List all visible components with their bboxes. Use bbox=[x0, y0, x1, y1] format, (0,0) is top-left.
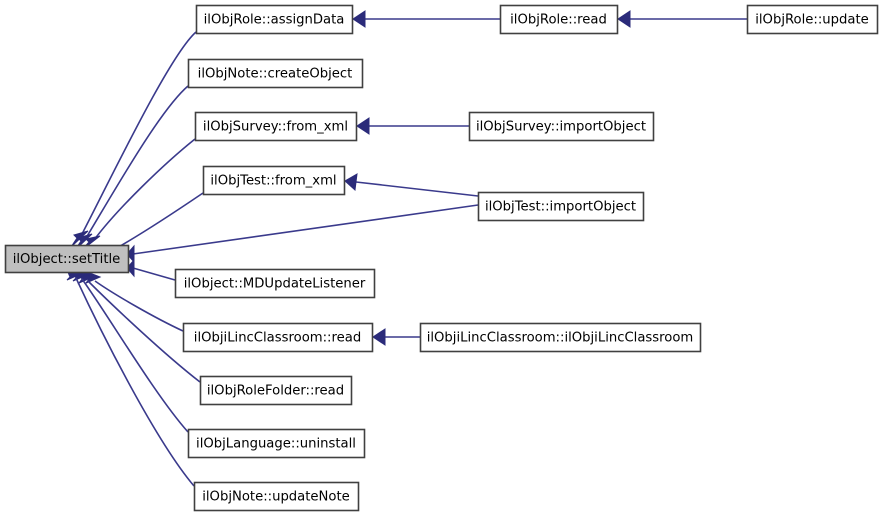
arrowhead-icon bbox=[352, 10, 366, 28]
call-edge-roleRead-to-assignData bbox=[352, 10, 500, 28]
edge-layer bbox=[63, 10, 747, 487]
arrowhead-icon bbox=[356, 117, 370, 135]
graph-node-languageUninstall[interactable]: ilObjLanguage::uninstall bbox=[187, 428, 366, 459]
node-label: ilObjNote::createObject bbox=[198, 67, 353, 82]
arrowhead-icon bbox=[372, 328, 386, 346]
node-box[interactable] bbox=[746, 4, 879, 35]
graph-node-lincRead[interactable]: ilObjiLincClassroom::read bbox=[182, 322, 374, 353]
edge-line bbox=[81, 31, 197, 235]
graph-node-setTitle[interactable]: ilObject::setTitle bbox=[4, 244, 130, 274]
call-edge-noteUpdateNote-to-setTitle bbox=[63, 263, 195, 487]
node-box[interactable] bbox=[4, 244, 130, 274]
arrowhead-icon bbox=[126, 258, 135, 278]
graph-node-testImportObject[interactable]: ilObjTest::importObject bbox=[477, 191, 645, 222]
node-label: ilObjiLincClassroom::read bbox=[194, 331, 361, 346]
call-edge-testImportObject-to-setTitle bbox=[126, 204, 479, 264]
edge-line bbox=[81, 278, 189, 433]
graph-node-roleUpdate[interactable]: ilObjRole::update bbox=[746, 4, 879, 35]
node-label: ilObjSurvey::from_xml bbox=[203, 120, 348, 135]
edge-line bbox=[85, 85, 189, 239]
node-box[interactable] bbox=[174, 268, 376, 299]
graph-node-noteCreateObject[interactable]: ilObjNote::createObject bbox=[187, 58, 364, 89]
arrowhead-icon bbox=[617, 10, 631, 28]
call-edge-assignData-to-setTitle bbox=[70, 31, 197, 248]
edge-line bbox=[87, 280, 201, 383]
node-label: ilObjRole::assignData bbox=[204, 13, 345, 28]
graph-node-surveyImportObject[interactable]: ilObjSurvey::importObject bbox=[468, 111, 655, 142]
edge-line bbox=[93, 138, 196, 241]
edge-line bbox=[75, 277, 195, 487]
node-box[interactable] bbox=[477, 191, 645, 222]
call-edge-testImportObject-to-testFromXml bbox=[344, 173, 479, 197]
node-label: ilObjNote::updateNote bbox=[202, 490, 350, 505]
graph-node-surveyFromXml[interactable]: ilObjSurvey::from_xml bbox=[194, 111, 358, 142]
graph-node-roleFolderRead[interactable]: ilObjRoleFolder::read bbox=[199, 375, 353, 406]
call-edge-lincCtor-to-lincRead bbox=[372, 328, 420, 346]
graph-node-roleRead[interactable]: ilObjRole::read bbox=[499, 4, 619, 35]
node-box[interactable] bbox=[195, 4, 354, 35]
arrowhead-icon bbox=[126, 244, 135, 264]
node-box[interactable] bbox=[187, 428, 366, 459]
node-box[interactable] bbox=[199, 375, 353, 406]
call-edge-languageUninstall-to-setTitle bbox=[68, 265, 189, 433]
edge-line bbox=[132, 267, 176, 281]
node-label: ilObjiLincClassroom::ilObjiLincClassroom bbox=[427, 331, 694, 346]
node-label: ilObject::setTitle bbox=[13, 252, 121, 267]
graph-node-assignData[interactable]: ilObjRole::assignData bbox=[195, 4, 354, 35]
arrowhead-icon bbox=[344, 173, 358, 192]
call-edge-roleUpdate-to-roleRead bbox=[617, 10, 747, 28]
call-edge-noteCreateObject-to-setTitle bbox=[74, 85, 189, 251]
edge-line bbox=[355, 181, 479, 197]
node-label: ilObjTest::from_xml bbox=[210, 174, 336, 189]
edge-line bbox=[94, 280, 184, 332]
node-label: ilObjSurvey::importObject bbox=[476, 120, 646, 135]
node-box[interactable] bbox=[202, 165, 346, 196]
node-box[interactable] bbox=[468, 111, 655, 142]
graph-node-noteUpdateNote[interactable]: ilObjNote::updateNote bbox=[193, 481, 360, 512]
node-box[interactable] bbox=[194, 111, 358, 142]
node-label: ilObject::MDUpdateListener bbox=[184, 277, 366, 292]
graph-node-lincCtor[interactable]: ilObjiLincClassroom::ilObjiLincClassroom bbox=[419, 322, 702, 353]
graph-node-mdUpdateListener[interactable]: ilObject::MDUpdateListener bbox=[174, 268, 376, 299]
node-label: ilObjRole::update bbox=[755, 13, 869, 28]
node-label: ilObjRole::read bbox=[510, 13, 607, 28]
call-edge-mdUpdateListener-to-setTitle bbox=[126, 258, 176, 281]
node-label: ilObjRoleFolder::read bbox=[207, 384, 344, 399]
node-label: ilObjTest::importObject bbox=[485, 200, 636, 215]
node-box[interactable] bbox=[182, 322, 374, 353]
node-box[interactable] bbox=[419, 322, 702, 353]
graph-node-testFromXml[interactable]: ilObjTest::from_xml bbox=[202, 165, 346, 196]
call-edge-surveyFromXml-to-setTitle bbox=[81, 138, 196, 251]
call-edge-surveyImportObject-to-surveyFromXml bbox=[356, 117, 469, 135]
node-box[interactable] bbox=[499, 4, 619, 35]
node-box[interactable] bbox=[187, 58, 364, 89]
edge-line bbox=[132, 204, 479, 255]
node-box[interactable] bbox=[193, 481, 360, 512]
node-label: ilObjLanguage::uninstall bbox=[196, 437, 356, 452]
